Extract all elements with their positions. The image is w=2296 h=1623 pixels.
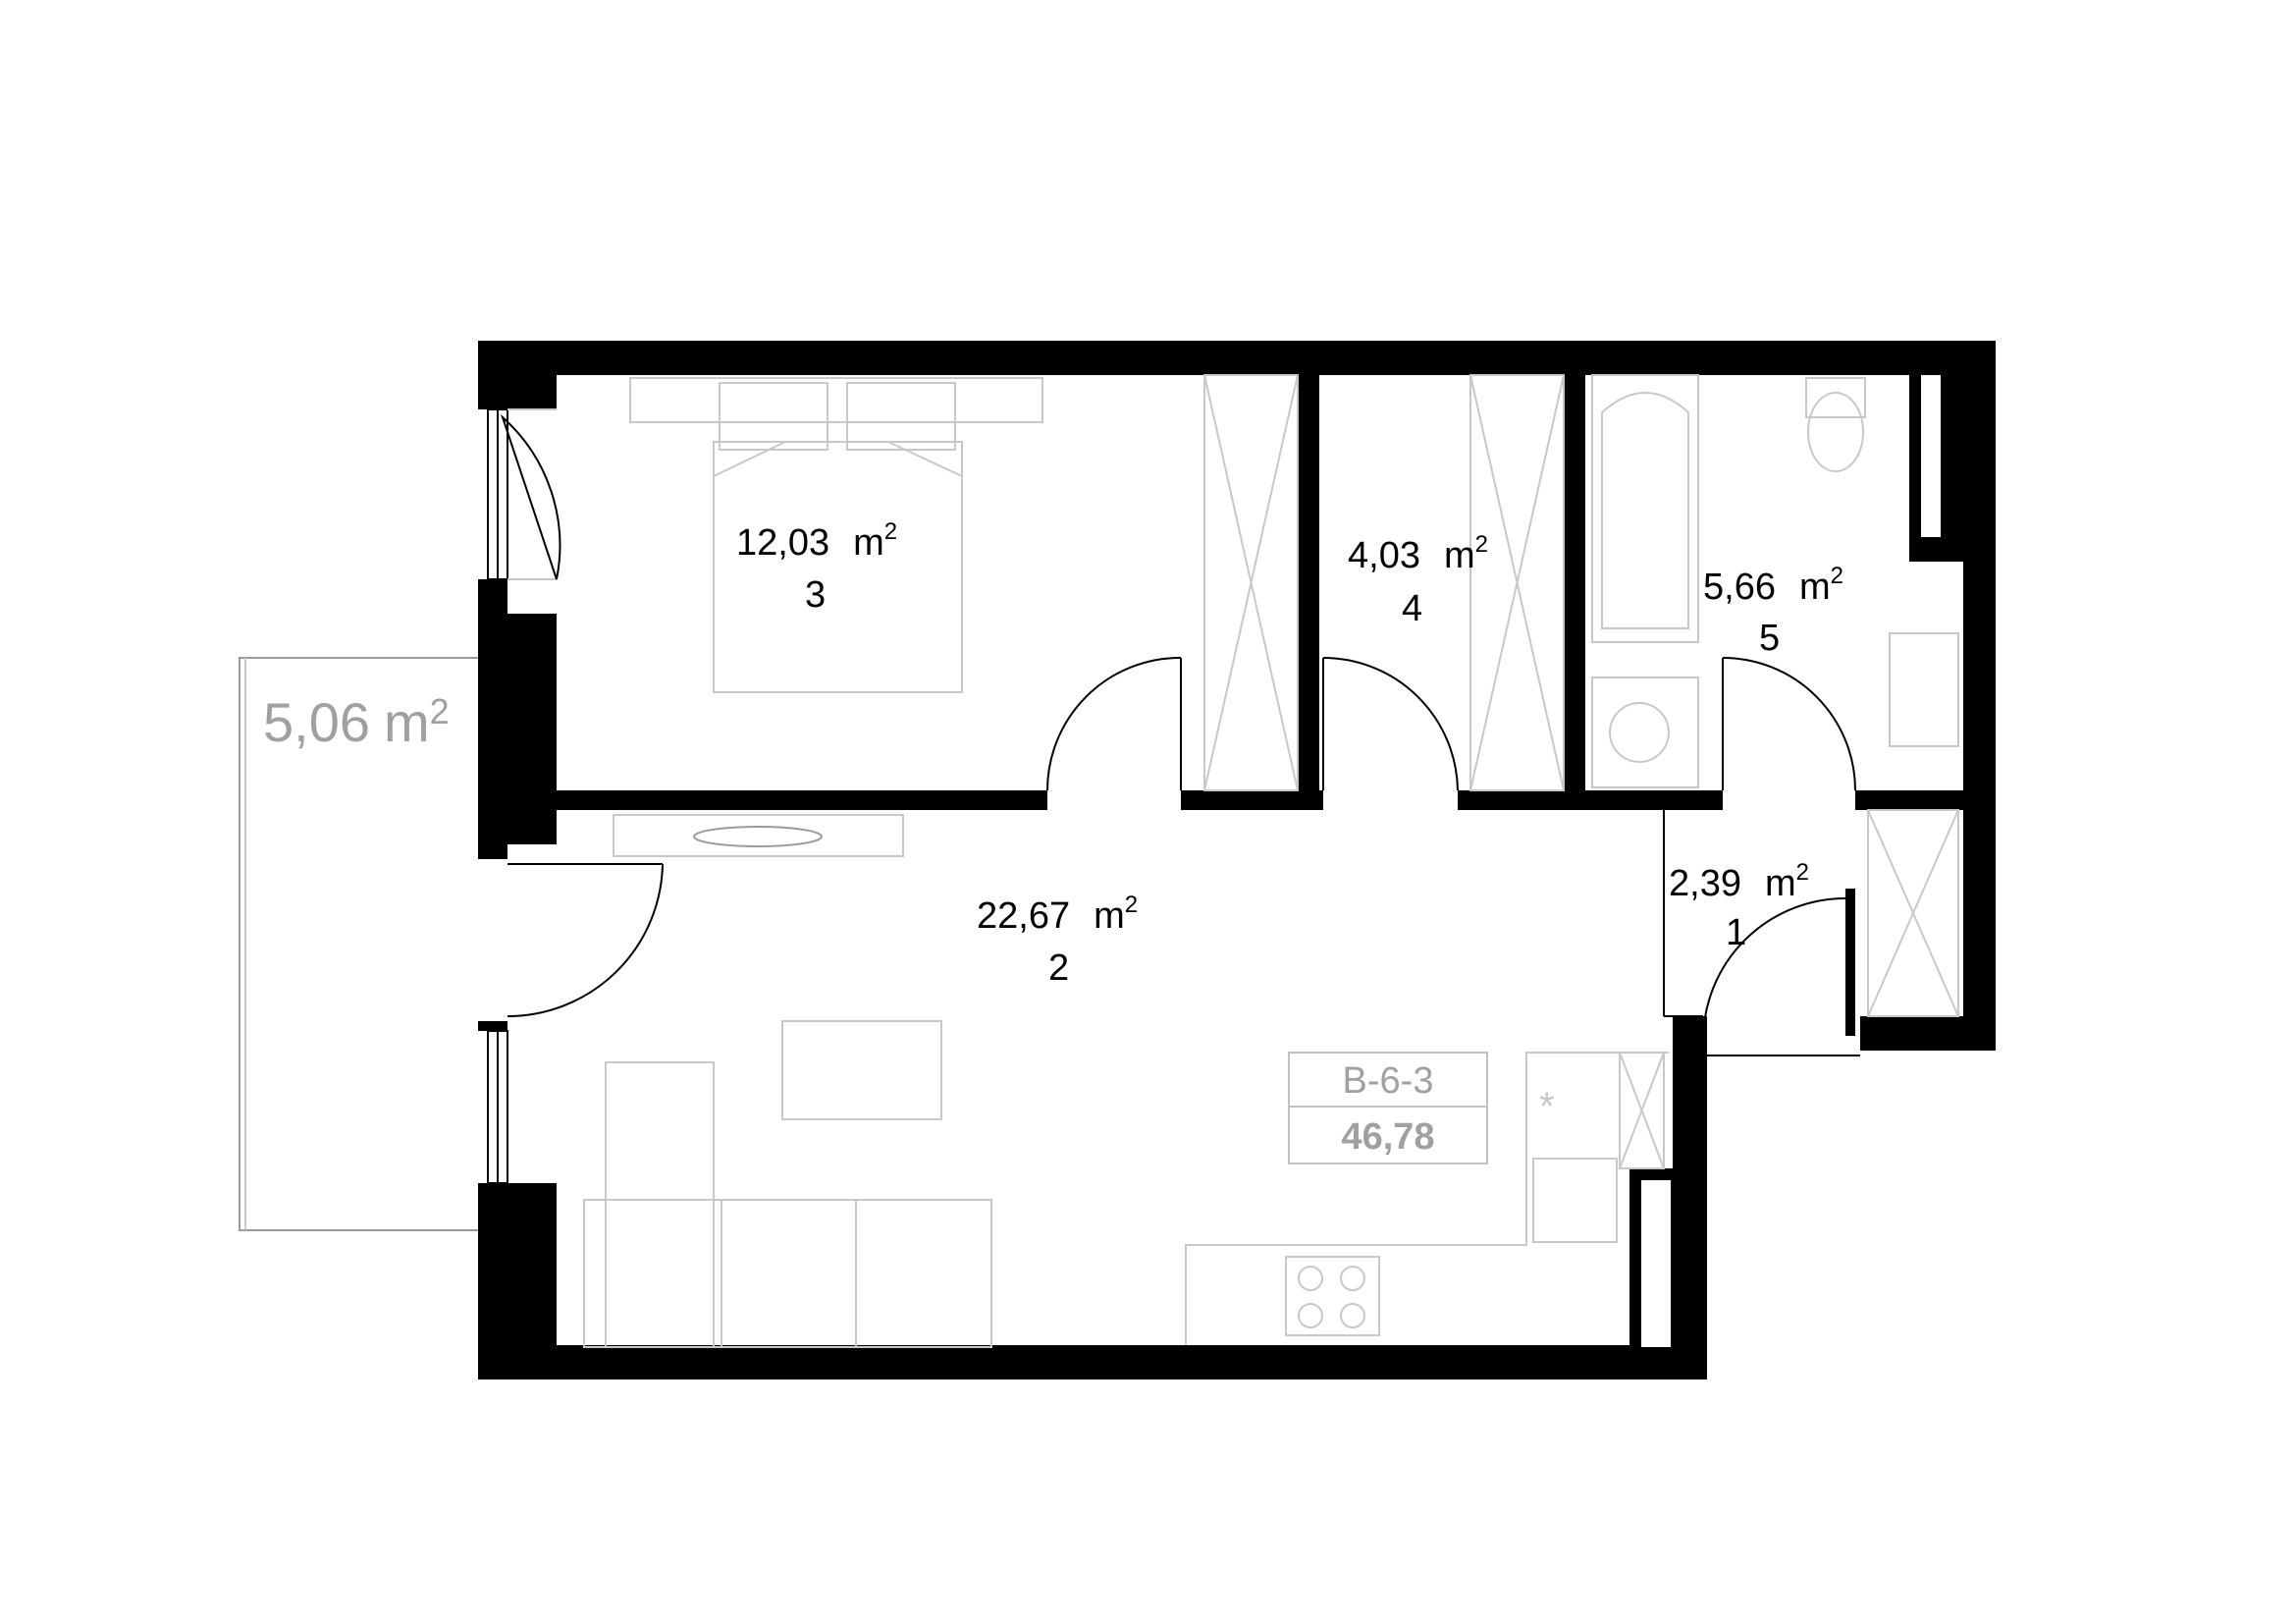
room-unit: m <box>1444 535 1475 576</box>
room-unit-power: 2 <box>1125 892 1138 918</box>
room-number: 1 <box>1726 912 1746 953</box>
room-number: 2 <box>1048 947 1069 989</box>
room-label-2: 22,67 m2 2 <box>977 892 1138 989</box>
room-number: 3 <box>805 574 826 616</box>
balcony-unit-power: 2 <box>430 691 450 731</box>
apartment-total-area: 46,78 <box>1341 1116 1434 1158</box>
room-area: 12,03 <box>736 522 829 564</box>
room-unit-power: 2 <box>884 518 897 545</box>
balcony-unit: m <box>384 691 430 753</box>
apartment-code: B-6-3 <box>1343 1060 1434 1102</box>
room-area: 4,03 <box>1348 535 1420 576</box>
doors <box>500 413 1860 1056</box>
room-unit-power: 2 <box>1831 563 1843 589</box>
room-unit-power: 2 <box>1475 531 1488 558</box>
apartment-badge: B-6-3 46,78 <box>1288 1052 1488 1164</box>
svg-text:*: * <box>1539 1085 1555 1128</box>
exterior-walls <box>478 341 1996 1380</box>
room-number: 4 <box>1402 588 1422 629</box>
room-unit-power: 2 <box>1796 859 1809 886</box>
interior-walls <box>557 375 1996 1055</box>
room-area: 5,66 <box>1703 567 1776 608</box>
room-label-4: 4,03 m2 4 <box>1348 531 1488 629</box>
furniture: * <box>583 374 1959 1348</box>
room-unit: m <box>1094 895 1125 937</box>
room-unit: m <box>1765 863 1796 904</box>
balcony-area: 5,06 <box>263 691 370 753</box>
room-label-5: 5,66 m2 5 <box>1703 563 1843 659</box>
balcony <box>239 657 478 1231</box>
windows <box>487 408 557 1184</box>
room-label-1: 2,39 m2 1 <box>1669 859 1809 953</box>
room-area: 22,67 <box>977 895 1070 937</box>
room-unit: m <box>853 522 884 564</box>
room-unit: m <box>1799 567 1831 608</box>
room-area: 2,39 <box>1669 863 1741 904</box>
room-label-3: 12,03 m2 3 <box>736 518 897 616</box>
room-number: 5 <box>1759 618 1780 659</box>
